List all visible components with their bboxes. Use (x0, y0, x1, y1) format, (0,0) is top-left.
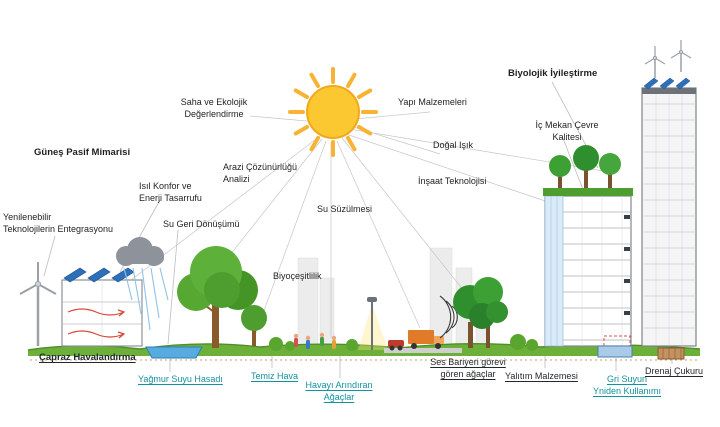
street-lamp-icon (358, 297, 388, 350)
label-temiz-hava: Temiz Hava (251, 371, 299, 381)
rainwater-pond (145, 346, 203, 359)
label-ic-mekan-cevre: İç Mekan Çevre Kalitesi (535, 120, 599, 142)
greywater-tank-icon (597, 335, 633, 358)
label-yalitim-malzemesi: Yalıtım Malzemesi (505, 371, 578, 381)
small-tree-icon (241, 305, 267, 346)
solar-panels-icon (63, 267, 135, 283)
label-capraz-havalandirma: Çapraz Havalandırma (39, 352, 136, 363)
truck-icon (408, 330, 444, 349)
sound-barrier-trees-icon (453, 277, 508, 348)
rain-cloud-icon (116, 237, 169, 331)
label-yapi-malzemeleri: Yapı Malzemeleri (398, 97, 467, 107)
label-ses-bariyeri: Ses Bariyeri görevi gören ağaçlar (430, 357, 506, 379)
wind-turbine-left-icon (19, 262, 57, 346)
car-icon (388, 340, 404, 351)
label-dogal-isik: Doğal Işık (433, 140, 474, 150)
roof-trees-icon (549, 145, 621, 188)
label-yagmur-suyu-hasadi: Yağmur Suyu Hasadı (138, 374, 223, 384)
label-yenilenebilir: Yenilenebilir Teknolojilerin Entegrasyon… (3, 212, 114, 234)
label-gunes-pasif-mimarisi: Güneş Pasif Mimarisi (34, 147, 131, 158)
wind-turbines-right-icon (644, 40, 692, 78)
roof-garden (543, 188, 633, 196)
label-isil-konfor: Isıl Konfor ve Enerji Tasarrufu (139, 181, 202, 203)
vehicles (384, 330, 462, 353)
label-biyolojik-iyilestirme: Biyolojik İyileştirme (508, 68, 598, 79)
sound-waves-icon (439, 295, 458, 339)
sun-icon (288, 67, 378, 157)
large-tree-icon (177, 246, 258, 348)
green-building (543, 145, 633, 347)
people-icons (293, 332, 337, 349)
drainage-pit-icon (657, 347, 685, 360)
label-arazi-cozunurlugu: Arazi Çözünürlüğü Analizi (223, 162, 298, 184)
label-biyocesitlilik: Biyoçeşitlilik (273, 271, 322, 281)
passive-solar-building (61, 267, 143, 347)
label-su-geri-donusumu: Su Geri Dönüşümü (163, 219, 240, 229)
airflow-arrows-icon (67, 308, 126, 339)
label-su-suzulmesi: Su Süzülmesi (317, 204, 373, 214)
label-gri-suyun: Gri Suyun Yniden Kullanımı (592, 374, 662, 396)
skyscraper (641, 77, 697, 347)
roof-solar-panels-icon (643, 77, 691, 90)
label-drenaj-cukuru: Drenaj Çukuru (645, 366, 704, 376)
bushes (269, 334, 538, 351)
label-insaat-teknolojisi: İnşaat Teknolojisi (418, 176, 487, 186)
label-saha-ekolojik: Saha ve Ekolojik Değerlendirme (180, 97, 248, 119)
rain-icon (123, 267, 169, 331)
label-havayi-arindiran: Havayı Arındıran Ağaçlar (305, 380, 373, 402)
